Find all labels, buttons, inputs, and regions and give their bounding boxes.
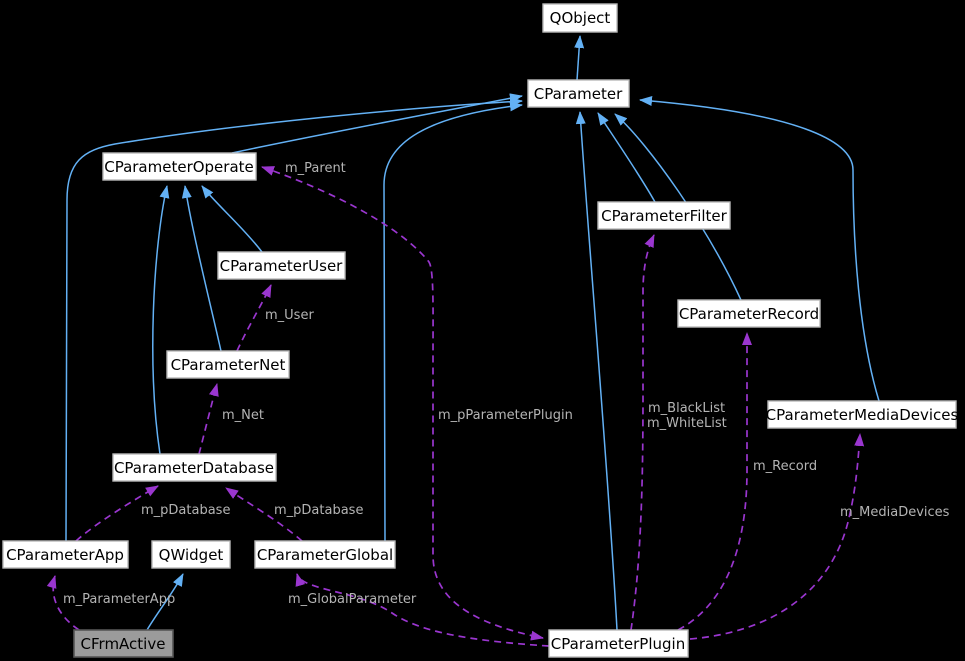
node-cparameterfilter-box	[597, 201, 731, 230]
node-cparameterglobal[interactable]: CParameterGlobal	[254, 540, 396, 569]
node-cparameterfilter[interactable]: CParameterFilter	[597, 201, 731, 230]
node-cparameterapp[interactable]: CParameterApp	[2, 540, 129, 569]
edge-cparameterdatabase-cparameteroperate	[152, 185, 170, 455]
edge-mglobalparameter	[295, 573, 550, 647]
node-cparameterglobal-box	[254, 540, 396, 569]
edge-mnet	[198, 383, 219, 455]
edge-label-m-pparameterplugin: m_pParameterPlugin	[438, 408, 573, 423]
edge-mpdatabase-global	[225, 487, 303, 542]
node-cparameternet-label: CParameterNet	[171, 356, 286, 374]
edge-label-m-parameterapp: m_ParameterApp	[63, 592, 175, 607]
edge-label-m-blacklist: m_BlackList	[648, 401, 725, 416]
edge-cparameterglobal-cparameter	[383, 101, 523, 542]
edge-cparameterfilter-cparameter	[597, 112, 656, 203]
node-cparameter-label: CParameter	[534, 85, 623, 103]
edge-label-m-net: m_Net	[222, 408, 264, 423]
edge-cparameterrecord-cparameter	[614, 113, 742, 301]
node-cparameteruser[interactable]: CParameterUser	[217, 251, 346, 280]
node-cparameteruser-label: CParameterUser	[220, 257, 344, 275]
node-cparameterrecord-label: CParameterRecord	[679, 305, 819, 323]
node-cparametermediadevices[interactable]: CParameterMediaDevices	[766, 400, 959, 429]
edge-cparameterplugin-cparameter	[575, 111, 618, 631]
node-cfrmactive-label: CFrmActive	[81, 635, 166, 653]
edge-label-m-record: m_Record	[753, 459, 817, 474]
edge-cparameteruser-cparameteroperate	[201, 185, 263, 253]
node-cparameterdatabase[interactable]: CParameterDatabase	[112, 453, 277, 482]
node-cparameternet-box	[166, 350, 290, 379]
edge-labels: m_Parent m_User m_Net m_pParameterPlugin…	[63, 161, 950, 607]
node-cparameterapp-box	[2, 540, 129, 569]
edge-label-m-globalparameter: m_GlobalParameter	[288, 592, 417, 607]
node-cparameteroperate-label: CParameterOperate	[104, 158, 254, 176]
edge-mblacklist-mwhitelist	[630, 234, 655, 631]
node-qobject-label: QObject	[550, 9, 611, 27]
node-cparameterrecord[interactable]: CParameterRecord	[677, 299, 821, 328]
node-qwidget-box	[151, 540, 231, 569]
node-cparameterfilter-label: CParameterFilter	[601, 207, 727, 225]
node-cparametermediadevices-box	[767, 400, 957, 429]
node-cparametermediadevices-label: CParameterMediaDevices	[766, 406, 959, 424]
edge-cparameteroperate-cparameter	[231, 93, 523, 154]
node-cparameterplugin[interactable]: CParameterPlugin	[548, 629, 689, 658]
edge-cparameternet-cparameteroperate	[181, 185, 222, 352]
node-qwidget-label: QWidget	[159, 546, 224, 564]
node-qobject[interactable]: QObject	[542, 3, 618, 33]
node-cparameterdatabase-label: CParameterDatabase	[114, 459, 274, 477]
edge-cparametermediadevices-cparameter	[639, 96, 880, 402]
edge-mrecord	[677, 332, 752, 631]
edge-label-m-parent: m_Parent	[285, 161, 346, 176]
diagram-nodes: QObject CParameter CParameterOperate CPa…	[2, 3, 959, 658]
node-cparameterplugin-box	[548, 629, 689, 658]
node-cparameteruser-box	[217, 251, 346, 280]
usage-edges	[46, 166, 865, 647]
edge-cparameter-qobject	[574, 35, 585, 81]
edge-cfrmactive-qwidget	[146, 573, 184, 631]
node-qwidget[interactable]: QWidget	[151, 540, 231, 569]
edge-muser	[236, 284, 272, 352]
edge-label-m-whitelist: m_WhiteList	[647, 416, 727, 431]
edge-mparameterapp	[46, 575, 80, 631]
edge-label-m-pdatabase-right: m_pDatabase	[274, 503, 363, 518]
node-cparameteroperate-box	[102, 152, 257, 181]
node-cparameterplugin-label: CParameterPlugin	[551, 635, 685, 653]
edge-label-m-user: m_User	[265, 308, 314, 323]
node-cparameteroperate[interactable]: CParameterOperate	[102, 152, 257, 181]
edge-cparameterapp-cparameter	[65, 96, 523, 542]
node-cfrmactive-box	[73, 629, 174, 658]
edge-mmediadevices	[689, 433, 865, 640]
node-cparameternet[interactable]: CParameterNet	[166, 350, 290, 379]
edge-label-m-mediadevices: m_MediaDevices	[840, 505, 950, 520]
node-cparameterglobal-label: CParameterGlobal	[257, 546, 393, 564]
node-cparameterapp-label: CParameterApp	[6, 546, 124, 564]
node-cparameter-box	[527, 79, 630, 108]
edge-label-m-pdatabase-left: m_pDatabase	[141, 503, 230, 518]
edge-mparent-mpparameterplugin	[261, 166, 544, 641]
node-cparameter[interactable]: CParameter	[527, 79, 630, 108]
node-qobject-box	[542, 3, 618, 33]
node-cparameterrecord-box	[677, 299, 821, 328]
edge-mpdatabase-app	[75, 485, 159, 542]
node-cfrmactive[interactable]: CFrmActive	[73, 629, 174, 658]
node-cparameterdatabase-box	[112, 453, 277, 482]
